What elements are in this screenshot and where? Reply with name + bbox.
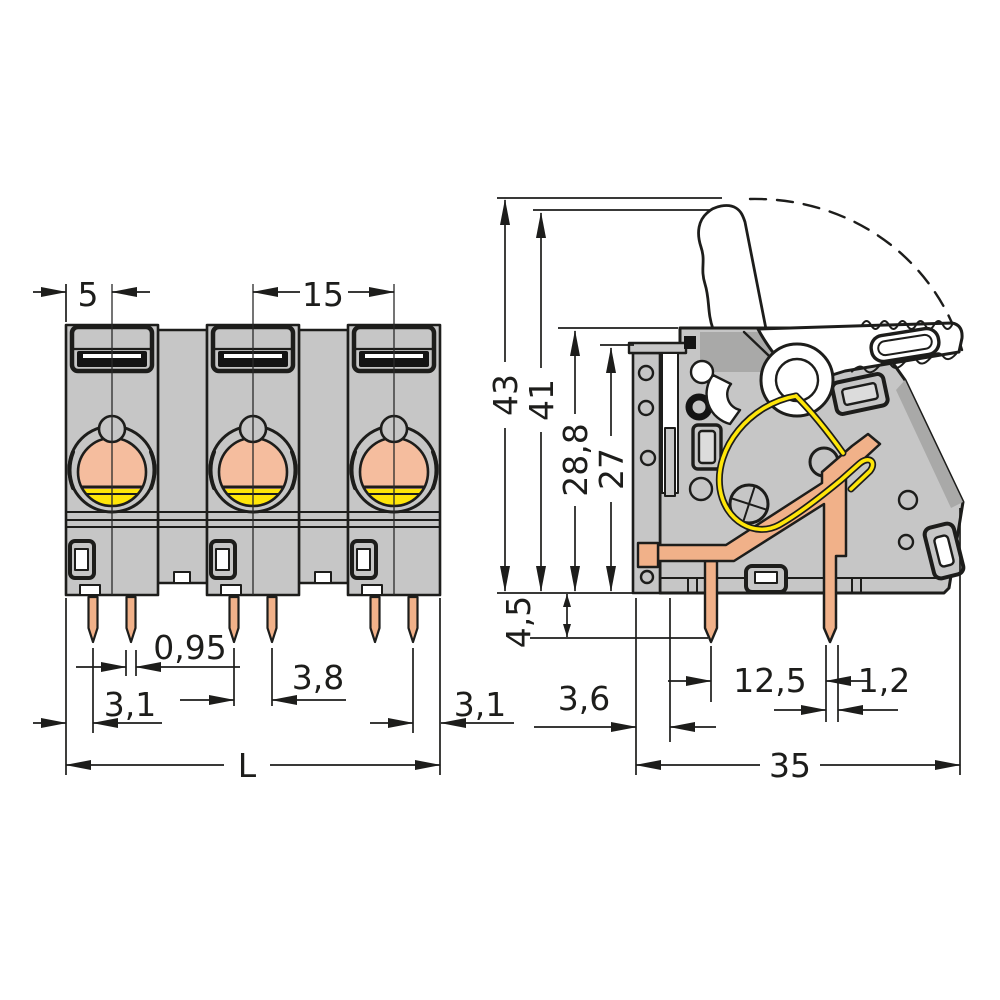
lever-grip-serrations [861,320,953,330]
clamp-spring [715,392,877,533]
front-view [66,284,440,642]
dim-label-flange-height: 27 [592,448,631,490]
side-dimensions: 43 41 28,8 27 4,5 3,6 12,5 1,2 35 [486,197,961,785]
front-dimensions: 5 15 0,95 3,1 3,8 3,1 L [33,275,514,785]
busbar-tab [636,541,660,569]
dim-label-overall-depth: 35 [769,746,811,785]
dim-label-pin-length: 4,5 [499,596,538,648]
dim-label-lever-height: 41 [522,379,561,421]
dim-label-edge-to-pin: 3,1 [104,685,156,724]
dim-label-edge-offset-side: 3,6 [558,679,610,718]
busbar [656,432,882,644]
dim-label-pin-to-edge: 3,1 [454,685,506,724]
dim-label-pin2-width: 1,2 [858,661,910,700]
pole-spacer [297,328,350,585]
dim-label-pin-spacing: 3,8 [292,658,344,697]
dim-label-pitch: 15 [302,275,344,314]
dim-label-overall-length: L [238,746,257,785]
dim-label-housing-height: 28,8 [556,423,595,496]
dim-label-overall-height: 43 [486,374,525,416]
solder-pin-front-row [703,559,719,644]
side-view [627,197,966,644]
pole-spacer [156,328,209,585]
clamp-mouth [830,372,890,416]
dim-label-pin-width: 0,95 [153,628,226,667]
side-latch [922,521,966,581]
pole-centerlines [111,284,395,595]
dim-label-edge-offset: 5 [78,275,99,314]
lever-swing-arc [748,197,964,352]
housing-chamfer-shade [896,380,963,508]
lever-raised-outline[interactable] [697,204,768,331]
dim-label-pin-row-spacing: 12,5 [733,661,806,700]
lever-finger-recess [869,326,941,364]
